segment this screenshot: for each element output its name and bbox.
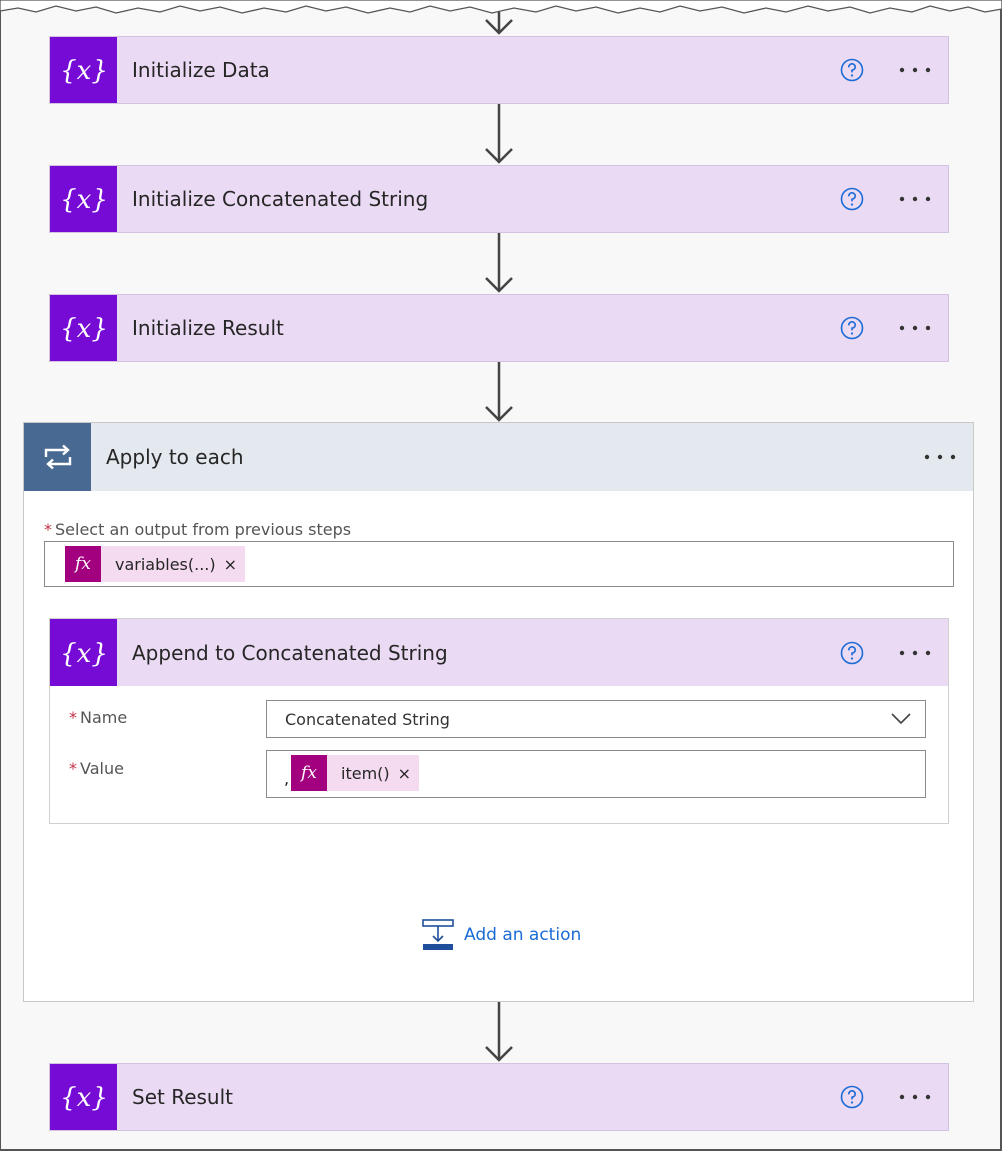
step-initialize-data[interactable]: {𝑥} Initialize Data — [49, 36, 949, 104]
remove-token-icon[interactable]: × — [223, 554, 238, 574]
name-label-text: Name — [80, 708, 128, 727]
select-output-input[interactable]: fx variables(...) × — [44, 541, 954, 587]
chevron-down-icon — [891, 713, 911, 725]
more-options-icon[interactable] — [898, 648, 932, 658]
connector-arrow-icon — [485, 362, 513, 422]
apply-to-each-title: Apply to each — [106, 445, 244, 469]
help-icon[interactable] — [840, 641, 864, 665]
step-title: Set Result — [132, 1085, 233, 1109]
required-marker: * — [69, 708, 77, 727]
step-append-to-concatenated-string: {𝑥} Append to Concatenated String *Name … — [49, 618, 949, 824]
connector-arrow-icon — [485, 104, 513, 164]
svg-text:{𝑥}: {𝑥} — [60, 639, 108, 669]
help-icon[interactable] — [840, 1085, 864, 1109]
function-icon: fx — [65, 546, 101, 582]
value-label: *Value — [69, 759, 124, 778]
loop-icon — [24, 423, 91, 491]
more-options-icon[interactable] — [898, 65, 932, 75]
connector-arrow-icon — [485, 1002, 513, 1062]
add-action-icon — [422, 919, 454, 950]
value-input[interactable]: , fx item() × — [266, 750, 926, 798]
value-label-text: Value — [80, 759, 124, 778]
step-initialize-concatenated-string[interactable]: {𝑥} Initialize Concatenated String — [49, 165, 949, 233]
expression-token[interactable]: fx item() × — [291, 755, 420, 791]
svg-text:{𝑥}: {𝑥} — [60, 314, 108, 344]
remove-token-icon[interactable]: × — [397, 763, 412, 783]
help-icon[interactable] — [840, 316, 864, 340]
name-dropdown[interactable]: Concatenated String — [266, 700, 926, 738]
more-options-icon[interactable] — [898, 194, 932, 204]
connector-arrow-icon — [485, 12, 513, 35]
step-title: Initialize Concatenated String — [132, 187, 429, 211]
function-icon: fx — [291, 755, 327, 791]
name-dropdown-value: Concatenated String — [285, 709, 450, 729]
apply-to-each-container: Apply to each *Select an output from pre… — [23, 422, 974, 1002]
select-output-label-text: Select an output from previous steps — [55, 520, 352, 539]
step-title: Initialize Result — [132, 316, 284, 340]
connector-arrow-icon — [485, 233, 513, 293]
more-options-icon[interactable] — [898, 323, 932, 333]
svg-text:{𝑥}: {𝑥} — [60, 1083, 108, 1113]
variable-icon: {𝑥} — [50, 166, 117, 232]
step-title: Append to Concatenated String — [132, 640, 448, 665]
append-step-header[interactable]: {𝑥} Append to Concatenated String — [50, 619, 948, 686]
more-options-icon[interactable] — [898, 1092, 932, 1102]
required-marker: * — [44, 520, 52, 539]
variable-icon: {𝑥} — [50, 1064, 117, 1130]
add-an-action-label: Add an action — [464, 925, 582, 945]
name-label: *Name — [69, 708, 127, 727]
svg-text:{𝑥}: {𝑥} — [60, 56, 108, 86]
add-an-action-button[interactable]: Add an action — [422, 919, 581, 951]
help-icon[interactable] — [840, 187, 864, 211]
select-output-label: *Select an output from previous steps — [44, 520, 351, 539]
help-icon[interactable] — [840, 58, 864, 82]
step-set-result[interactable]: {𝑥} Set Result — [49, 1063, 949, 1131]
step-initialize-result[interactable]: {𝑥} Initialize Result — [49, 294, 949, 362]
token-text: item() — [341, 763, 390, 783]
expression-token[interactable]: fx variables(...) × — [65, 546, 246, 582]
variable-icon: {𝑥} — [50, 295, 117, 361]
value-prefix: , — [284, 769, 290, 788]
torn-edge — [0, 0, 1002, 14]
variable-icon: {𝑥} — [50, 37, 117, 103]
required-marker: * — [69, 759, 77, 778]
svg-text:{𝑥}: {𝑥} — [60, 185, 108, 215]
token-text: variables(...) — [115, 554, 216, 574]
step-title: Initialize Data — [132, 58, 270, 82]
apply-to-each-header[interactable]: Apply to each — [24, 423, 973, 491]
variable-icon: {𝑥} — [50, 619, 117, 686]
more-options-icon[interactable] — [923, 452, 957, 462]
